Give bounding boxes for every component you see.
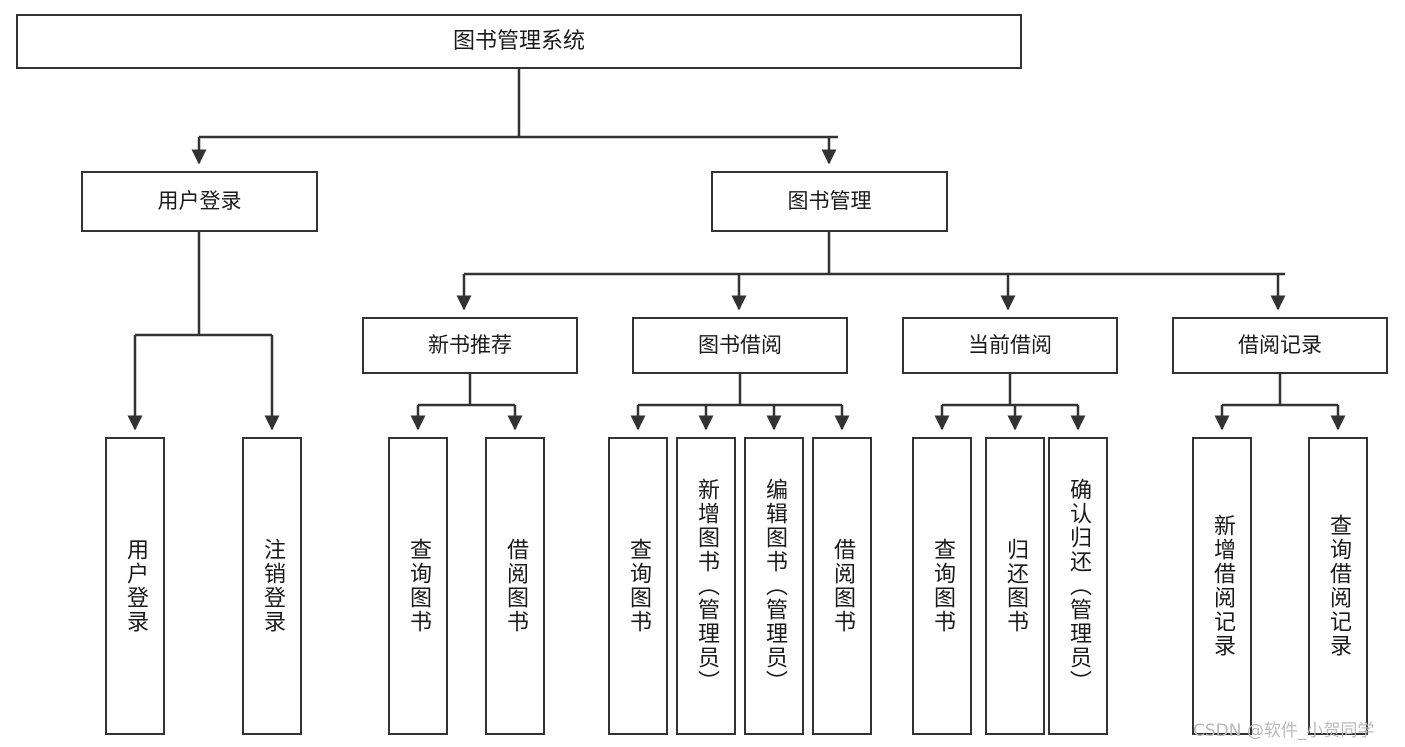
node-leaf-add-record[interactable]: 新增借阅记录 (1192, 437, 1252, 735)
node-leaf-query-book-cb-label: 查询图书 (930, 538, 955, 634)
node-leaf-borrow-book-rec-label: 借阅图书 (503, 538, 528, 634)
node-leaf-edit-book[interactable]: 编辑图书（管理员） (744, 437, 804, 735)
node-root-label: 图书管理系统 (452, 28, 585, 54)
node-leaf-query-book-rec[interactable]: 查询图书 (388, 437, 448, 735)
node-leaf-query-book-rec-label: 查询图书 (406, 538, 431, 634)
node-root[interactable]: 图书管理系统 (16, 14, 1022, 69)
node-leaf-logout[interactable]: 注销登录 (242, 437, 302, 735)
node-borrow-record-label: 借阅记录 (1238, 333, 1322, 358)
node-new-book-recommend[interactable]: 新书推荐 (362, 317, 578, 374)
node-borrow-record[interactable]: 借阅记录 (1172, 317, 1388, 374)
node-leaf-borrow-book-rec[interactable]: 借阅图书 (485, 437, 545, 735)
node-book-borrow[interactable]: 图书借阅 (632, 317, 848, 374)
node-leaf-logout-label: 注销登录 (260, 538, 285, 634)
node-leaf-query-book-bb[interactable]: 查询图书 (608, 437, 668, 735)
node-leaf-return-book[interactable]: 归还图书 (985, 437, 1045, 735)
node-book-borrow-label: 图书借阅 (698, 333, 782, 358)
node-leaf-add-book-label: 新增图书（管理员） (694, 478, 719, 694)
node-current-borrow-label: 当前借阅 (968, 333, 1052, 358)
node-user-login-label: 用户登录 (157, 189, 242, 214)
node-leaf-add-book[interactable]: 新增图书（管理员） (676, 437, 736, 735)
node-leaf-query-book-bb-label: 查询图书 (626, 538, 651, 634)
node-leaf-confirm-return-label: 确认归还（管理员） (1066, 478, 1091, 694)
node-leaf-query-record-label: 查询借阅记录 (1326, 514, 1351, 658)
node-leaf-return-book-label: 归还图书 (1003, 538, 1028, 634)
node-new-book-recommend-label: 新书推荐 (428, 333, 512, 358)
csdn-watermark: CSDN @软件_小贺同学 (1193, 721, 1375, 741)
node-leaf-edit-book-label: 编辑图书（管理员） (762, 478, 787, 694)
node-leaf-confirm-return[interactable]: 确认归还（管理员） (1048, 437, 1108, 735)
node-leaf-add-record-label: 新增借阅记录 (1210, 514, 1235, 658)
node-leaf-query-book-cb[interactable]: 查询图书 (912, 437, 972, 735)
node-leaf-borrow-book-bb-label: 借阅图书 (830, 538, 855, 634)
node-leaf-borrow-book-bb[interactable]: 借阅图书 (812, 437, 872, 735)
node-user-login[interactable]: 用户登录 (81, 171, 318, 232)
node-leaf-query-record[interactable]: 查询借阅记录 (1308, 437, 1368, 735)
node-book-manage-label: 图书管理 (787, 189, 872, 214)
node-leaf-user-login[interactable]: 用户登录 (105, 437, 165, 735)
node-book-manage[interactable]: 图书管理 (711, 171, 948, 232)
node-current-borrow[interactable]: 当前借阅 (902, 317, 1118, 374)
node-leaf-user-login-label: 用户登录 (123, 538, 148, 634)
